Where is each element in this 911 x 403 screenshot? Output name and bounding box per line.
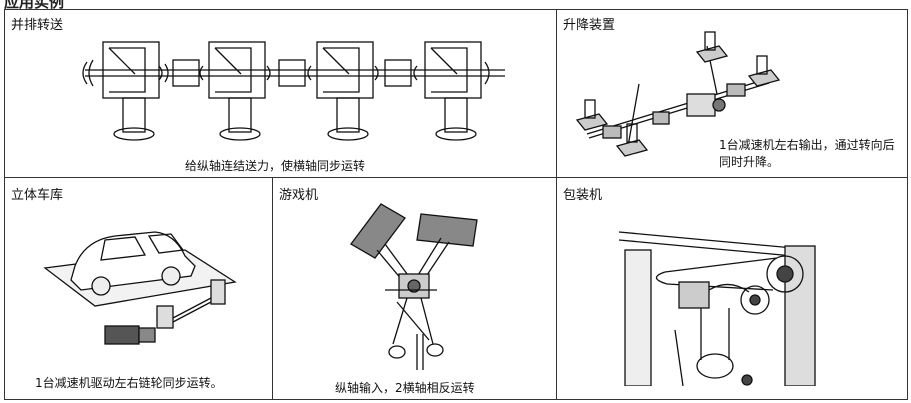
lift-device-illustration [567, 24, 787, 174]
caption-game: 纵轴输入，2横轴相反运转 [335, 381, 475, 395]
garage-illustration [35, 210, 255, 360]
examples-table: 并排转送 [4, 9, 908, 400]
cell-title-garage: 立体车库 [11, 188, 64, 203]
divider-bottom-col-2 [556, 177, 557, 399]
divider-row [5, 177, 907, 178]
cell-title-game: 游戏机 [279, 188, 319, 203]
packaging-machine-illustration [605, 210, 825, 386]
cell-title-lift: 升降装置 [563, 18, 616, 33]
caption-lift-line1: 1台减速机左右输出，通过转向后 [719, 138, 895, 152]
caption-garage: 1台减速机驱动左右链轮同步运转。 [35, 376, 223, 390]
caption-parallel: 给纵轴连结送力，使横轴同步运转 [185, 159, 366, 173]
divider-bottom-col-1 [272, 177, 273, 399]
cell-title-parallel: 并排转送 [11, 18, 64, 33]
caption-lift-line2: 同时升降。 [719, 155, 780, 169]
parallel-gearbox-illustration [75, 30, 515, 148]
cell-title-packaging: 包装机 [563, 188, 603, 203]
game-machine-illustration [337, 194, 497, 376]
divider-top-col [556, 10, 557, 177]
page-heading: 应用实例 [4, 0, 65, 11]
